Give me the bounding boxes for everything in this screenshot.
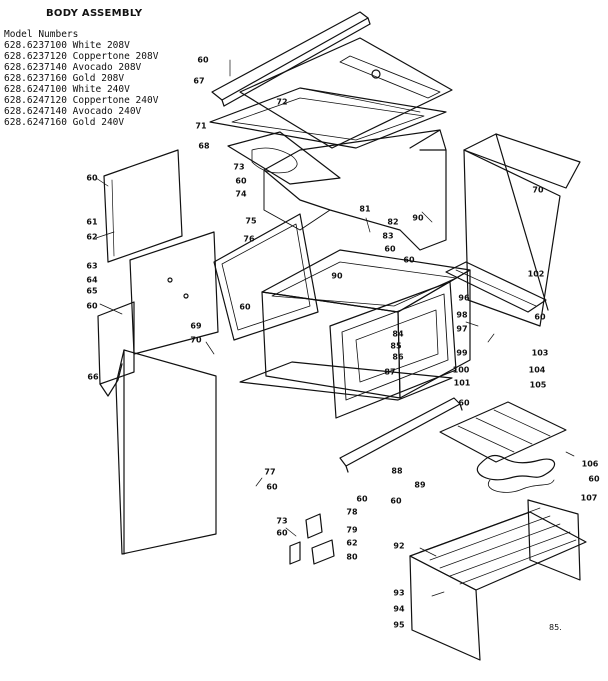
callout-label: 60 — [276, 528, 288, 538]
left-side-panel — [103, 149, 183, 263]
broil-element — [439, 401, 567, 463]
callout-label: 69 — [190, 321, 202, 331]
model-number-entry: 628.6237160 Gold 208V — [4, 73, 125, 84]
callout-label: 60 — [403, 255, 415, 265]
page-title: BODY ASSEMBLY — [46, 8, 143, 19]
callout-label: 70 — [532, 185, 544, 195]
cooktop-top-panel — [239, 37, 453, 149]
callout-label: 97 — [456, 324, 468, 334]
oven-front-frame — [329, 281, 457, 419]
callout-label: 83 — [382, 231, 394, 241]
callout-label: 96 — [458, 293, 470, 303]
callout-label: 99 — [456, 348, 468, 358]
callout-label: 92 — [393, 541, 405, 551]
callout-label: 60 — [534, 312, 546, 322]
callout-label: 87 — [384, 367, 396, 377]
callout-label: 63 — [86, 261, 98, 271]
callout-label: 65 — [86, 286, 98, 296]
element-rail — [445, 261, 547, 313]
callout-label: 60 — [266, 482, 278, 492]
callout-label: 90 — [412, 213, 424, 223]
model-number-entry: 628.6237140 Avocado 208V — [4, 62, 142, 73]
page-number: 85. — [549, 623, 562, 632]
callout-label: 72 — [276, 97, 288, 107]
right-back-panel — [463, 133, 581, 327]
callout-label: 70 — [190, 335, 202, 345]
oven-insulation — [213, 213, 319, 341]
callout-label: 71 — [195, 121, 207, 131]
callout-label: 89 — [414, 480, 426, 490]
callout-label: 66 — [87, 372, 99, 382]
callout-label: 82 — [387, 217, 399, 227]
bake-element — [476, 454, 556, 493]
callout-label: 64 — [86, 275, 98, 285]
callout-label: 73 — [276, 516, 288, 526]
callout-label: 73 — [233, 162, 245, 172]
model-number-entry: 628.6237100 White 208V — [4, 40, 130, 51]
callout-label: 88 — [391, 466, 403, 476]
callout-label: 80 — [346, 552, 358, 562]
callout-label: 85 — [390, 341, 402, 351]
callout-label: 100 — [452, 365, 470, 375]
callout-label: 60 — [239, 302, 251, 312]
callout-label: 86 — [392, 352, 404, 362]
callout-label: 103 — [531, 348, 549, 358]
callout-label: 101 — [453, 378, 471, 388]
callout-label: 90 — [331, 271, 343, 281]
model-number-entry: 628.6247120 Coppertone 240V — [4, 95, 159, 106]
side-panel-64 — [129, 231, 219, 355]
model-number-entry: 628.6237120 Coppertone 208V — [4, 51, 159, 62]
callout-label: 60 — [86, 301, 98, 311]
callout-label: 76 — [243, 234, 255, 244]
callout-label: 60 — [458, 398, 470, 408]
callout-label: 95 — [393, 620, 405, 630]
callout-label: 62 — [86, 232, 98, 242]
top-rail — [211, 11, 371, 107]
model-number-entry: 628.6247100 White 240V — [4, 84, 130, 95]
callout-label: 78 — [346, 507, 358, 517]
callout-label: 84 — [392, 329, 404, 339]
callout-label: 77 — [264, 467, 276, 477]
hinge-brackets — [289, 513, 335, 565]
callout-label: 60 — [235, 176, 247, 186]
callout-label: 60 — [197, 55, 209, 65]
front-side-trim — [97, 301, 135, 397]
callout-label: 105 — [529, 380, 547, 390]
storage-drawer — [409, 499, 587, 661]
callout-label: 107 — [580, 493, 598, 503]
model-number-entry: 628.6247160 Gold 240V — [4, 117, 125, 128]
callout-label: 79 — [346, 525, 358, 535]
callout-label: 106 — [581, 459, 599, 469]
callout-label: 68 — [198, 141, 210, 151]
callout-label: 75 — [245, 216, 257, 226]
header: BODY ASSEMBLY Model Numbers 628.6237100 … — [4, 8, 224, 128]
callout-label: 67 — [193, 76, 205, 86]
top-gasket-frame — [209, 87, 447, 149]
oven-liner-box — [261, 249, 471, 399]
callout-label: 60 — [390, 496, 402, 506]
callout-label: 98 — [456, 310, 468, 320]
callout-label: 60 — [588, 474, 600, 484]
leader-lines — [95, 59, 575, 597]
callout-label: 60 — [384, 244, 396, 254]
model-number-entry: 628.6247140 Avocado 240V — [4, 106, 142, 117]
lower-front-panel — [115, 349, 217, 555]
oven-shell — [263, 129, 447, 251]
lower-brace — [339, 397, 463, 473]
callout-label: 104 — [528, 365, 546, 375]
callout-label: 74 — [235, 189, 247, 199]
callout-label: 81 — [359, 204, 371, 214]
callout-label: 61 — [86, 217, 98, 227]
callout-label: 102 — [527, 269, 545, 279]
callout-label: 93 — [393, 588, 405, 598]
callout-label: 62 — [346, 538, 358, 548]
callout-label: 94 — [393, 604, 405, 614]
model-numbers-heading: Model Numbers — [4, 29, 79, 40]
callout-label: 60 — [356, 494, 368, 504]
callout-label: 60 — [86, 173, 98, 183]
